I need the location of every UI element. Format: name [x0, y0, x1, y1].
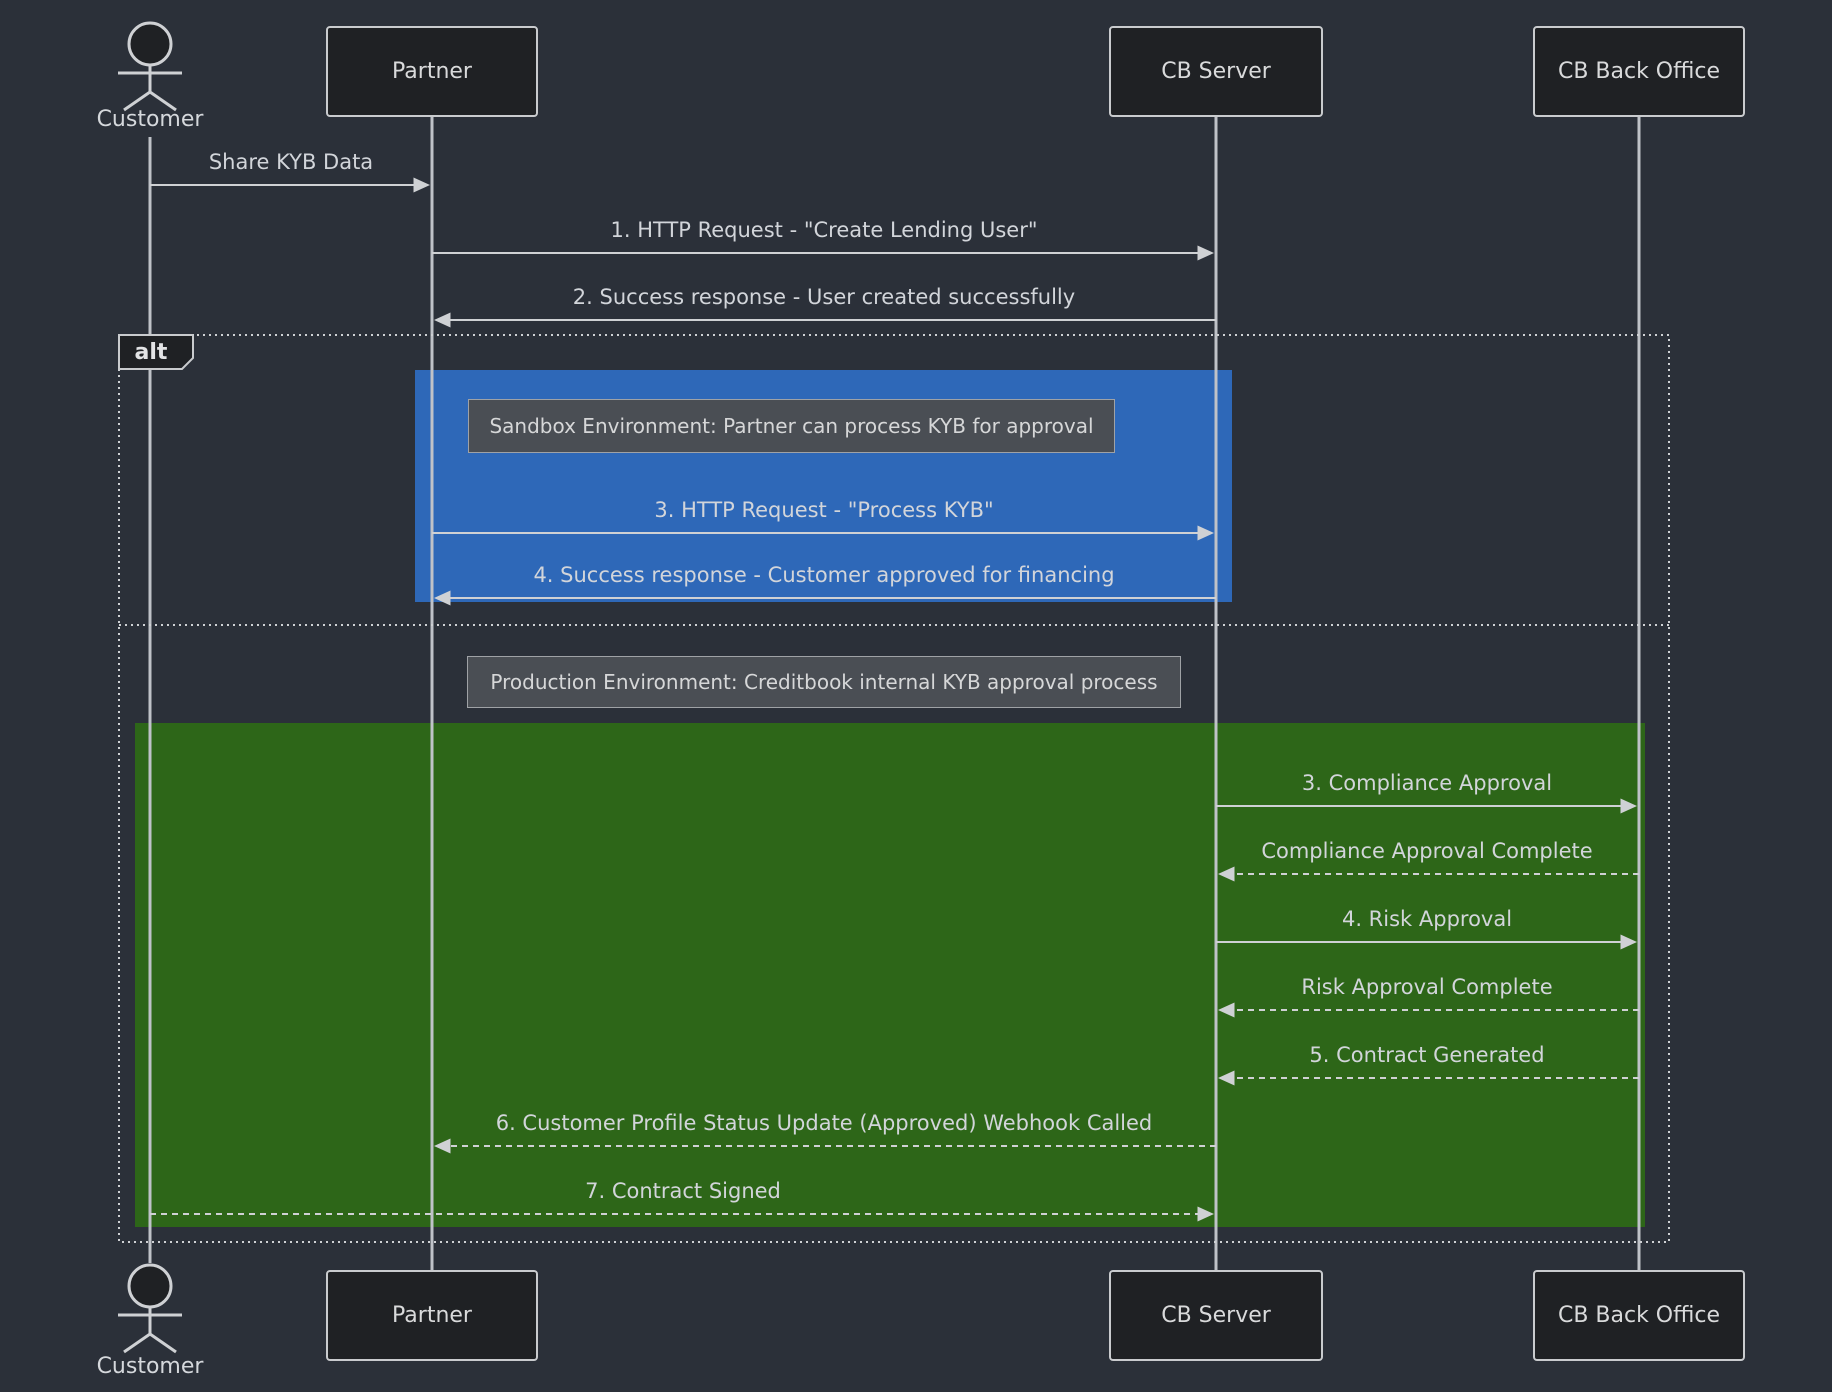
actor-box-partner-top: Partner	[326, 26, 538, 117]
alt-frame-border	[118, 334, 1670, 1243]
actor-box-cb-server-bottom: CB Server	[1109, 1270, 1323, 1361]
message-label-contract-generated: 5. Contract Generated	[1309, 1043, 1545, 1067]
actor-label-partner-top: Partner	[392, 59, 472, 84]
message-label-compliance-approval: 3. Compliance Approval	[1301, 771, 1553, 795]
customer-actor-icon-bottom	[118, 1263, 182, 1354]
actor-label-cb-back-office-top: CB Back Office	[1557, 59, 1721, 84]
actor-label-customer-top: Customer	[96, 107, 204, 132]
actor-box-cb-back-office-bottom: CB Back Office	[1533, 1270, 1745, 1361]
message-label-4: 4. Success response - Customer approved …	[533, 563, 1115, 587]
message-label-1: 1. HTTP Request - "Create Lending User"	[610, 218, 1038, 242]
actor-label-customer-bottom: Customer	[96, 1354, 204, 1379]
alt-label-shape	[118, 334, 194, 370]
actor-box-cb-back-office-top: CB Back Office	[1533, 26, 1745, 117]
actor-label-cb-server-bottom: CB Server	[1161, 1303, 1271, 1328]
message-label-webhook: 6. Customer Profile Status Update (Appro…	[495, 1111, 1153, 1135]
message-label-compliance-complete: Compliance Approval Complete	[1261, 839, 1593, 863]
note-sandbox: Sandbox Environment: Partner can process…	[468, 399, 1115, 453]
actor-label-partner-bottom: Partner	[392, 1303, 472, 1328]
message-label-2: 2. Success response - User created succe…	[572, 285, 1076, 309]
note-production: Production Environment: Creditbook inter…	[467, 656, 1181, 708]
actor-label-cb-back-office-bottom: CB Back Office	[1557, 1303, 1721, 1328]
message-label-risk-complete: Risk Approval Complete	[1301, 975, 1553, 999]
alt-frame-label: alt	[134, 339, 168, 365]
actor-label-cb-server-top: CB Server	[1161, 59, 1271, 84]
actor-box-cb-server-top: CB Server	[1109, 26, 1323, 117]
message-label-share-kyb: Share KYB Data	[208, 150, 374, 174]
customer-actor-icon-top	[118, 21, 182, 112]
message-label-3: 3. HTTP Request - "Process KYB"	[654, 498, 994, 522]
message-label-risk-approval: 4. Risk Approval	[1341, 907, 1513, 931]
message-label-contract-signed: 7. Contract Signed	[585, 1179, 781, 1203]
actor-box-partner-bottom: Partner	[326, 1270, 538, 1361]
